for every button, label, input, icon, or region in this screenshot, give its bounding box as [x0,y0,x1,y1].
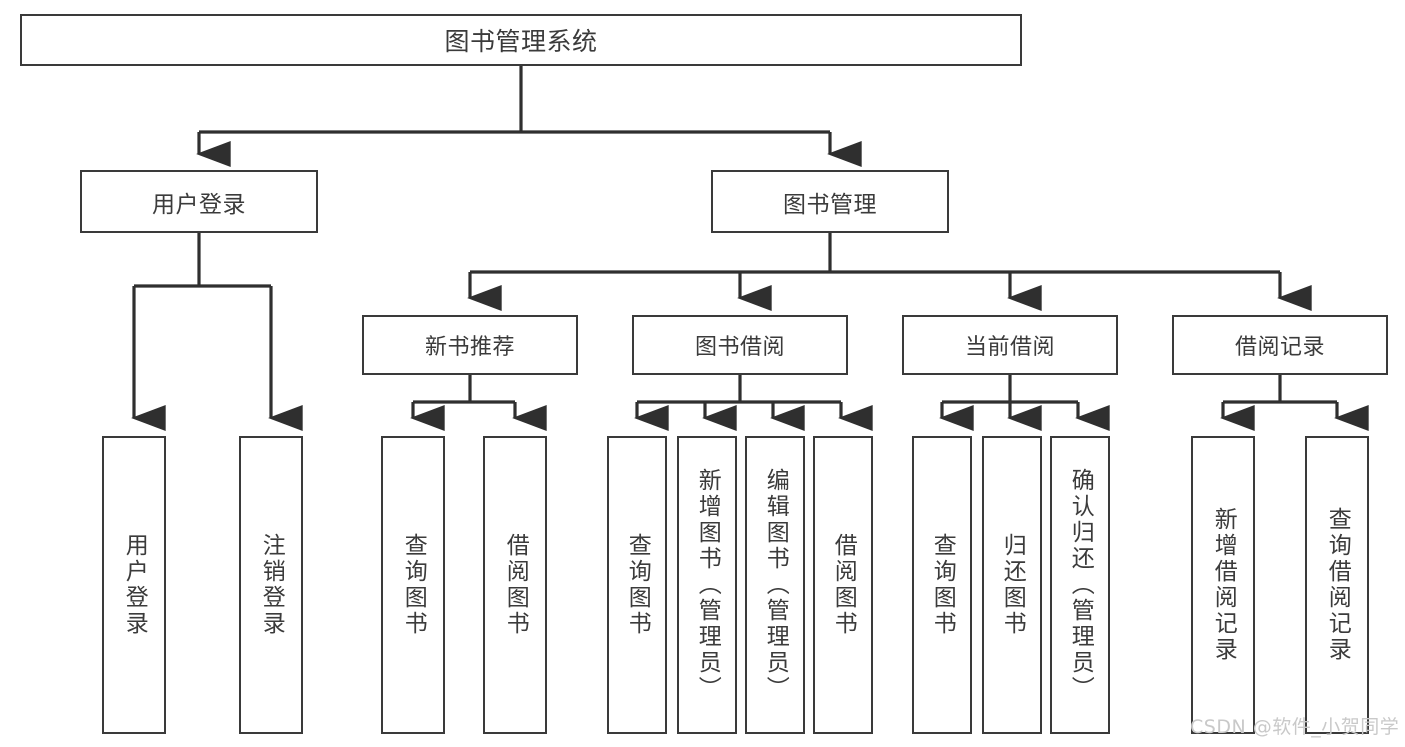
watermark: CSDN @软件_小贺同学 [1190,716,1400,738]
node-book-management[interactable]: 图书管理 [711,170,949,233]
node-borrow-record[interactable]: 借阅记录 [1172,315,1388,375]
node-new-book-recommend[interactable]: 新书推荐 [362,315,578,375]
node-user-login[interactable]: 用户登录 [80,170,318,233]
leaf-new-book-query-book[interactable]: 查询图书 [381,436,445,734]
leaf-user-login-logout[interactable]: 注销登录 [239,436,303,734]
node-label: 新增图书（管理员） [694,468,721,702]
leaf-borrow-record-query-record[interactable]: 查询借阅记录 [1305,436,1369,734]
node-label: 图书管理 [783,191,877,218]
node-label: 新书推荐 [424,335,515,360]
node-label: 新增借阅记录 [1210,507,1237,663]
node-label: 图书管理系统 [444,27,598,56]
leaf-book-borrow-borrow-book[interactable]: 借阅图书 [813,436,873,734]
node-label: 借阅图书 [830,533,857,637]
node-label: 当前借阅 [964,335,1055,360]
leaf-user-login-login[interactable]: 用户登录 [102,436,166,734]
node-label: 归还图书 [999,533,1026,637]
node-label: 用户登录 [152,191,246,218]
leaf-book-borrow-add-book-admin[interactable]: 新增图书（管理员） [677,436,737,734]
leaf-new-book-borrow-book[interactable]: 借阅图书 [483,436,547,734]
node-root-book-management-system[interactable]: 图书管理系统 [20,14,1022,66]
node-label: 编辑图书（管理员） [762,468,789,702]
node-label: 借阅记录 [1234,335,1325,360]
node-current-borrow[interactable]: 当前借阅 [902,315,1118,375]
leaf-book-borrow-edit-book-admin[interactable]: 编辑图书（管理员） [745,436,805,734]
leaf-book-borrow-query-book[interactable]: 查询图书 [607,436,667,734]
leaf-current-borrow-query-book[interactable]: 查询图书 [912,436,972,734]
node-label: 用户登录 [121,533,148,637]
node-label: 查询图书 [624,533,651,637]
leaf-borrow-record-add-record[interactable]: 新增借阅记录 [1191,436,1255,734]
node-book-borrow[interactable]: 图书借阅 [632,315,848,375]
node-label: 查询借阅记录 [1324,507,1351,663]
node-label: 借阅图书 [502,533,529,637]
node-label: 查询图书 [929,533,956,637]
leaf-current-borrow-return-book[interactable]: 归还图书 [982,436,1042,734]
node-label: 图书借阅 [694,335,785,360]
node-label: 注销登录 [258,533,285,637]
node-label: 确认归还（管理员） [1067,468,1094,702]
node-label: 查询图书 [400,533,427,637]
leaf-current-borrow-confirm-return-admin[interactable]: 确认归还（管理员） [1050,436,1110,734]
